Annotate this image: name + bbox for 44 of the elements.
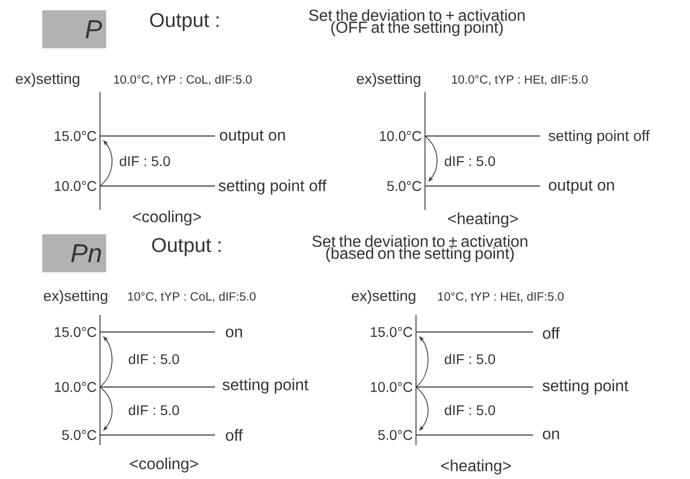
display-box: Pn <box>42 234 106 272</box>
output-label: on <box>542 430 559 440</box>
output-label: setting point off <box>548 130 650 144</box>
example-label: ex)setting <box>356 73 420 87</box>
differential-label: dIF : 5.0 <box>128 404 180 416</box>
heading-text: Output : <box>150 12 219 32</box>
description-text: Set the deviation to ± activation (based on the setting point) <box>312 235 528 262</box>
temperature-label: 15.0°C <box>54 131 96 141</box>
display-box: P <box>42 10 106 48</box>
differential-label: dIF : 5.0 <box>444 404 496 416</box>
setting-code: 10°C, tYP : CoL, dIF:5.0 <box>128 292 256 302</box>
temperature-label: 10.0°C <box>54 382 96 392</box>
mode-caption: <cooling> <box>130 458 198 472</box>
temperature-label: 15.0°C <box>54 327 96 337</box>
output-label: off <box>542 327 560 339</box>
differential-label: dIF : 5.0 <box>128 354 180 364</box>
setting-code: 10.0°C, tYP : CoL, dIF:5.0 <box>114 74 252 86</box>
output-label: output on <box>220 130 285 144</box>
heading-text: Output : <box>152 238 221 256</box>
output-label: setting point <box>222 378 308 394</box>
mode-caption: <heating> <box>441 460 511 474</box>
differential-label: dIF : 5.0 <box>120 156 170 166</box>
description-text: Set the deviation to + activation (OFF at the setting point) <box>309 9 525 36</box>
temperature-label: 5.0°C <box>378 430 412 440</box>
mode-caption: <cooling> <box>133 210 201 226</box>
output-label: setting point <box>542 380 628 394</box>
mode-caption: <heating> <box>448 212 518 228</box>
output-label: off <box>226 429 243 441</box>
temperature-label: 10.0°C <box>380 131 422 141</box>
differential-label: dIF : 5.0 <box>444 156 496 166</box>
temperature-label: 5.0°C <box>62 430 96 440</box>
temperature-label: 10.0°C <box>54 181 96 191</box>
setting-code: 10°C, tYP : HEt, dIF:5.0 <box>438 292 564 302</box>
differential-label: dIF : 5.0 <box>444 354 496 364</box>
example-label: ex)setting <box>352 290 416 304</box>
output-label: on <box>226 328 242 338</box>
temperature-label: 15.0°C <box>370 327 412 337</box>
output-label: setting point off <box>218 180 326 194</box>
output-label: output on <box>548 180 614 194</box>
example-label: ex)setting <box>44 290 108 304</box>
temperature-label: 5.0°C <box>387 181 422 191</box>
setting-code: 10.0°C, tYP : HEt, dIF:5.0 <box>452 74 588 86</box>
temperature-label: 10.0°C <box>370 382 412 392</box>
example-label: ex)setting <box>16 73 80 87</box>
